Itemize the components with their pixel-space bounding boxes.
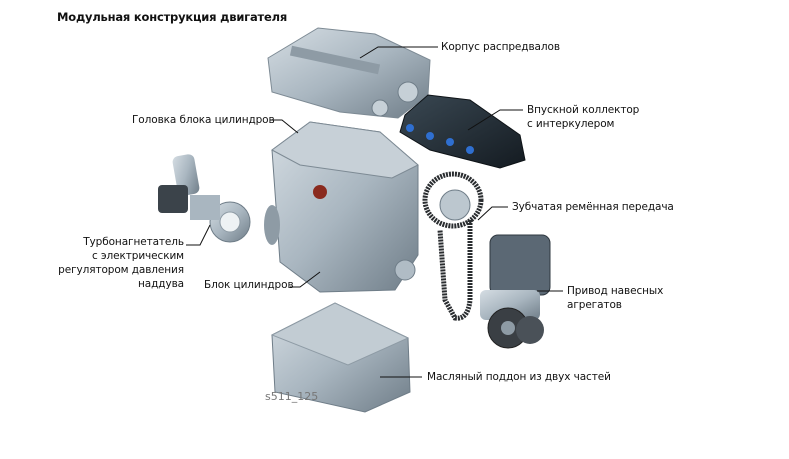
label-cylinder-head: Головка блока цилиндров (132, 114, 275, 126)
label-turbocharger: Турбонагнетатель с электрическим регулят… (58, 235, 184, 291)
label-cylinder-block: Блок цилиндров (204, 279, 294, 291)
label-camshaft-housing: Корпус распредвалов (441, 41, 560, 53)
label-aux-drive-line1: Привод навесных (567, 285, 664, 297)
turbocharger (158, 154, 251, 243)
toothed-belt-drive (422, 171, 484, 321)
label-aux-drive: Привод навесных агрегатов (567, 284, 663, 312)
label-intake-manifold-line1: Впускной коллектор (527, 104, 640, 116)
cylinder-block (264, 121, 419, 293)
label-intake-manifold-line2: с интеркулером (527, 118, 615, 130)
label-aux-drive-line2: агрегатов (567, 299, 622, 311)
label-turbocharger-line2: с электрическим (91, 250, 184, 262)
label-turbocharger-line1: Турбонагнетатель (83, 236, 184, 248)
label-turbocharger-line4: наддува (138, 278, 184, 290)
label-oil-pan: Масляный поддон из двух частей (427, 371, 611, 383)
intake-manifold (399, 94, 526, 169)
label-intake-manifold: Впускной коллектор с интеркулером (527, 103, 639, 131)
diagram-title: Модульная конструкция двигателя (57, 10, 288, 24)
camshaft-housing (267, 27, 431, 119)
oil-pan (270, 302, 411, 413)
label-turbocharger-line3: регулятором давления (58, 264, 184, 276)
label-toothed-belt: Зубчатая ремённая передача (512, 201, 674, 213)
leader-lines (186, 46, 563, 378)
figure-id: s511_125 (265, 390, 319, 403)
accessory-drive (480, 234, 551, 349)
